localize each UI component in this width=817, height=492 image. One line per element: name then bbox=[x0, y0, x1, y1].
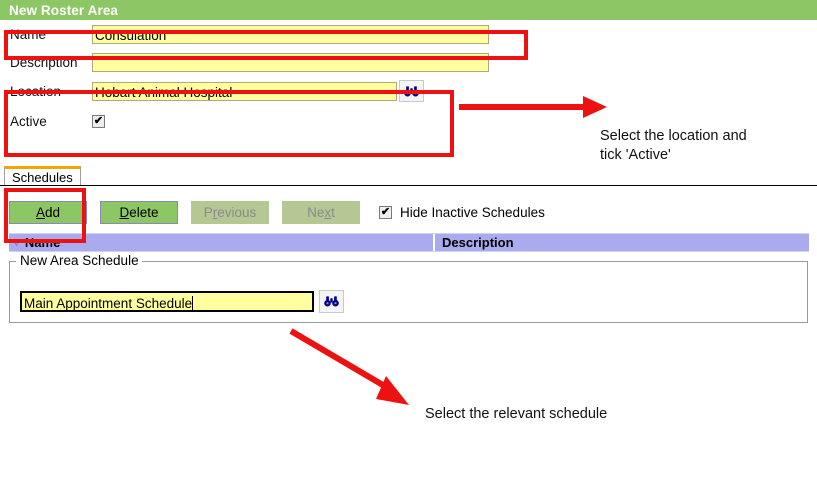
next-button-label-pre: Ne bbox=[307, 204, 325, 220]
annotation-text-location: Select the location and tick 'Active' bbox=[600, 127, 747, 165]
name-label: Name bbox=[10, 26, 47, 42]
grid-column-header-description[interactable]: Description bbox=[433, 234, 809, 251]
grid-column-header-name[interactable]: ▽ Name bbox=[9, 234, 433, 251]
groupbox-border-top-right bbox=[136, 261, 808, 262]
previous-button-accel: r bbox=[212, 204, 218, 220]
tab-strip: Schedules bbox=[0, 166, 817, 186]
active-checkbox[interactable]: ✔ bbox=[92, 114, 105, 128]
grid-column-header-name-label: Name bbox=[24, 235, 61, 250]
new-area-schedule-groupbox bbox=[9, 261, 808, 323]
window-title-bar: New Roster Area bbox=[0, 0, 817, 20]
annotation-arrow-schedule bbox=[289, 328, 409, 405]
schedule-lookup-button[interactable] bbox=[319, 290, 344, 313]
form-row-description: Description bbox=[0, 48, 817, 76]
add-button-accel: A bbox=[35, 204, 45, 220]
form-row-active: Active ✔ bbox=[0, 106, 817, 136]
previous-button-label-rest: evious bbox=[217, 204, 257, 220]
new-area-schedule-row: Main Appointment Schedule bbox=[20, 290, 344, 313]
location-label: Location bbox=[10, 83, 62, 99]
binoculars-icon bbox=[324, 296, 339, 307]
hide-inactive-schedules-control[interactable]: ✔ Hide Inactive Schedules bbox=[379, 205, 545, 220]
hide-inactive-schedules-checkbox[interactable]: ✔ bbox=[379, 205, 392, 219]
form-row-name: Name Consulation bbox=[0, 20, 817, 48]
previous-button-label-pre: P bbox=[203, 204, 213, 220]
checkmark-icon: ✔ bbox=[93, 114, 104, 127]
tab-schedules[interactable]: Schedules bbox=[4, 166, 81, 186]
roster-area-form: Name Consulation Description Location Ho… bbox=[0, 20, 817, 136]
add-button-label-rest: dd bbox=[44, 204, 61, 220]
next-button-label-rest: t bbox=[331, 204, 335, 220]
add-button[interactable]: Add bbox=[9, 200, 87, 224]
location-lookup-button[interactable] bbox=[399, 80, 424, 102]
binoculars-icon bbox=[404, 85, 419, 97]
sort-descending-icon: ▽ bbox=[13, 237, 20, 247]
annotation-text-location-line2: tick 'Active' bbox=[600, 147, 671, 163]
annotation-text-location-line1: Select the location and bbox=[600, 128, 747, 144]
previous-button[interactable]: Previous bbox=[191, 200, 269, 224]
schedule-name-value: Main Appointment Schedule bbox=[24, 296, 193, 311]
text-cursor bbox=[192, 296, 194, 310]
grid-column-header-description-label: Description bbox=[442, 235, 514, 250]
tab-strip-divider bbox=[0, 185, 817, 186]
groupbox-border-top-left bbox=[9, 261, 16, 262]
schedule-name-input[interactable]: Main Appointment Schedule bbox=[20, 291, 314, 312]
active-label: Active bbox=[10, 113, 47, 129]
new-area-schedule-legend: New Area Schedule bbox=[17, 253, 142, 268]
annotation-text-schedule: Select the relevant schedule bbox=[425, 406, 608, 422]
description-input[interactable] bbox=[92, 52, 489, 72]
location-input[interactable]: Hobart Animal Hospital bbox=[92, 81, 397, 101]
next-button[interactable]: Next bbox=[282, 200, 360, 224]
description-label: Description bbox=[10, 54, 78, 70]
form-row-location: Location Hobart Animal Hospital bbox=[0, 76, 817, 106]
delete-button[interactable]: Delete bbox=[100, 200, 178, 224]
page-title: New Roster Area bbox=[9, 2, 119, 18]
delete-button-accel: D bbox=[119, 204, 130, 220]
next-button-accel: x bbox=[324, 204, 332, 220]
schedules-grid-header: ▽ Name Description bbox=[9, 233, 809, 252]
name-input[interactable]: Consulation bbox=[92, 24, 489, 44]
checkmark-icon: ✔ bbox=[380, 205, 391, 218]
delete-button-label-rest: elete bbox=[129, 204, 159, 220]
hide-inactive-schedules-label: Hide Inactive Schedules bbox=[400, 204, 545, 220]
schedules-toolbar: Add Delete Previous Next ✔ Hide Inactive… bbox=[0, 196, 817, 228]
